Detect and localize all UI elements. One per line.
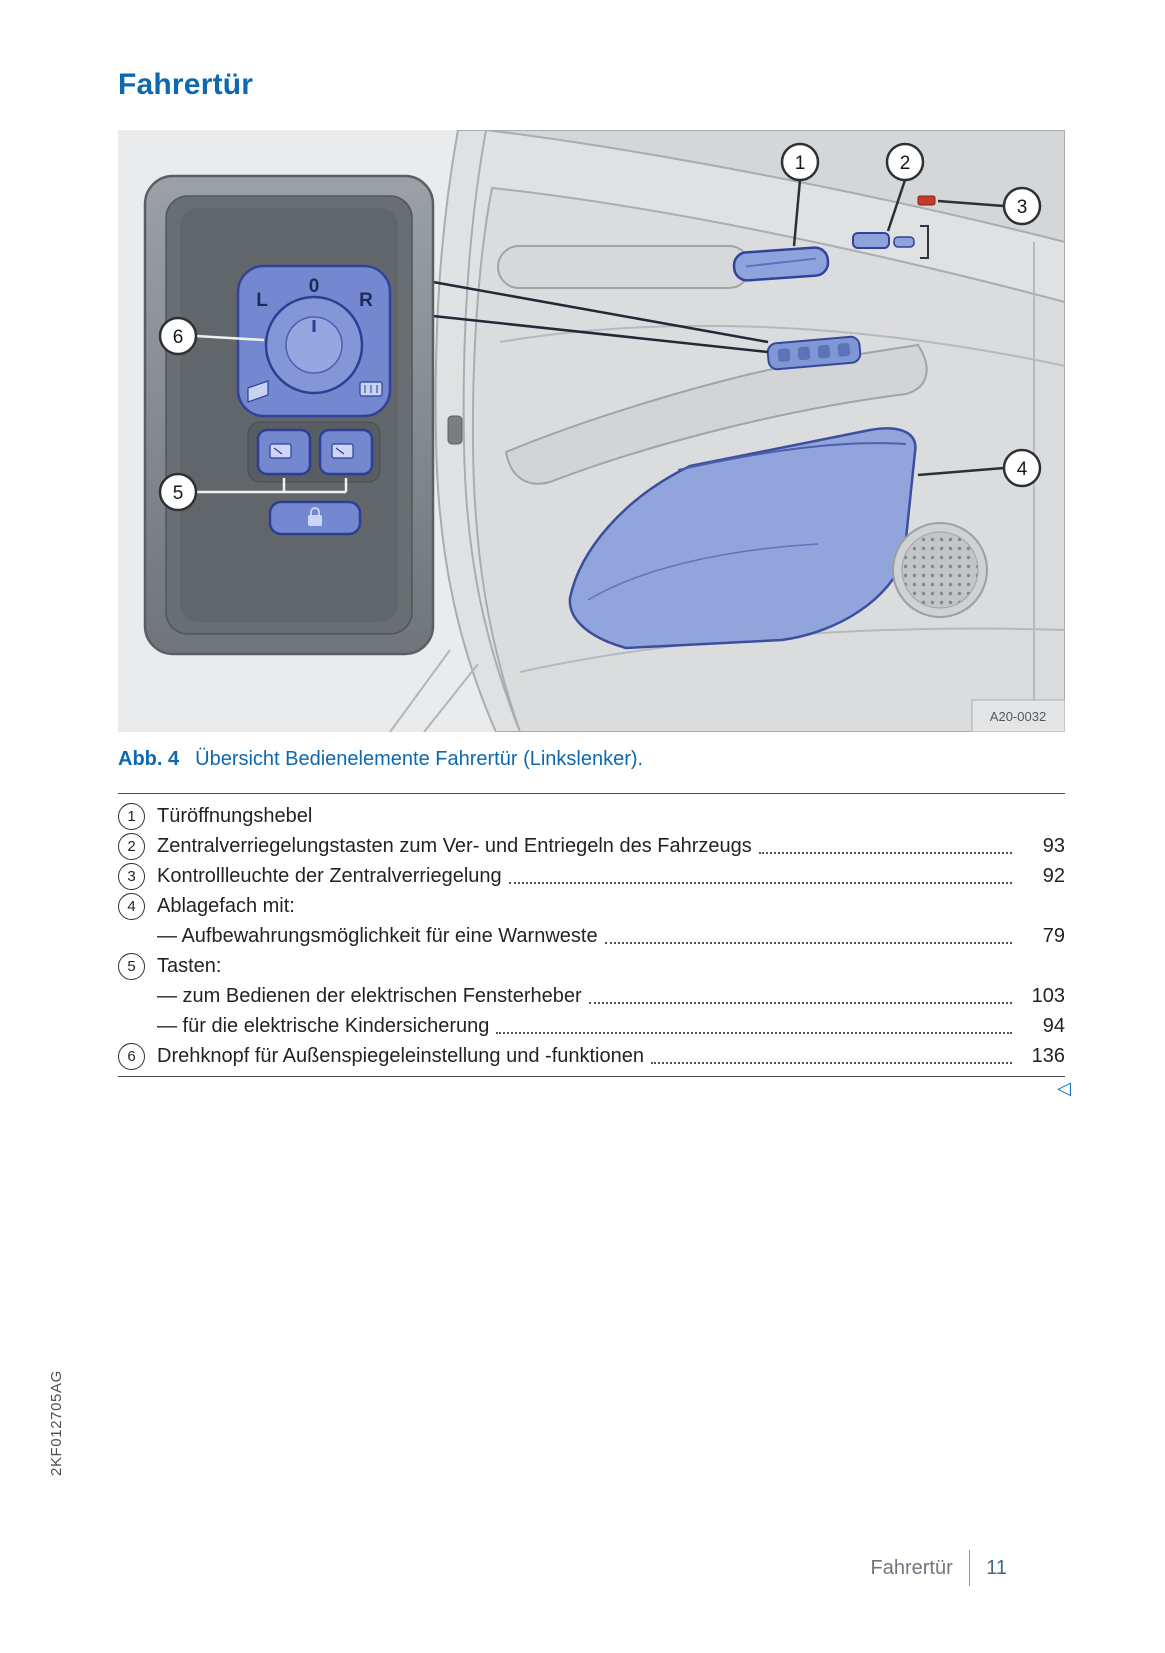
window-icon [269, 443, 292, 459]
door-lock-pin [447, 415, 463, 445]
central-locking-indicator [917, 195, 936, 206]
legend-leader [604, 942, 1012, 944]
legend-text: — für die elektrische Kindersicherung [157, 1014, 490, 1037]
legend-number [118, 983, 145, 1010]
legend-row: 3 Kontrollleuchte der Zentralverriegelun… [118, 861, 1065, 891]
legend-text: Kontrollleuchte der Zentralverriegelung [157, 864, 502, 887]
legend-bottom-rule: ◁ [118, 1076, 1071, 1097]
window-lift-button-right [318, 428, 374, 476]
legend-number: 6 [118, 1042, 145, 1070]
legend-page: 93 [1042, 834, 1065, 857]
detail-zoom-lines [432, 280, 769, 354]
door-release-handle [732, 246, 830, 282]
footer-page-number: 11 [986, 1556, 1007, 1579]
legend-leader [651, 1062, 1012, 1064]
legend-number [118, 923, 145, 950]
mirror-label-left: L [256, 290, 268, 311]
legend-page: 136 [1031, 1044, 1065, 1067]
svg-text:1: 1 [795, 153, 806, 174]
armrest [504, 343, 928, 485]
lock-icon [308, 507, 322, 526]
legend-row: 2 Zentralverriegelungstasten zum Ver- un… [118, 831, 1065, 861]
callout-1: 1 [780, 142, 820, 182]
child-safety-lock-button [268, 500, 362, 536]
legend-list: 1 Türöffnungshebel 2 Zentralverriegelung… [118, 801, 1065, 1071]
legend-number: 5 [118, 952, 145, 980]
legend-page: 103 [1031, 984, 1065, 1007]
footer-divider [968, 1550, 971, 1586]
legend-row: 5 Tasten: [118, 951, 1065, 981]
legend-leader [496, 1032, 1012, 1034]
central-locking-buttons [852, 225, 929, 259]
svg-text:3: 3 [1017, 197, 1028, 218]
legend-row: 4 Ablagefach mit: [118, 891, 1065, 921]
callout-4-line [917, 466, 1005, 477]
page-content: Fahrertür [118, 0, 1071, 1097]
callout-2-line [886, 179, 907, 232]
callout-6-line [195, 334, 265, 342]
figure-caption-text: Übersicht Bedienelemente Fahrertür (Link… [195, 748, 644, 770]
callout-3: 3 [1002, 186, 1042, 226]
mirror-label-right: R [359, 290, 373, 311]
callout-3-line [937, 199, 1005, 208]
window-lift-button-left [256, 428, 312, 476]
mirror-label-center: 0 [309, 276, 320, 297]
figure-caption: Abb. 4 Übersicht Bedienelemente Fahrertür… [118, 748, 1065, 771]
legend-text: — zum Bedienen der elektrischen Fensterh… [157, 984, 582, 1007]
continuation-icon: ◁ [1057, 1078, 1071, 1098]
mirror-heat-icon [359, 381, 383, 397]
door-illustration: L 0 R [118, 130, 1065, 732]
svg-text:2: 2 [900, 153, 911, 174]
door-storage-pocket [568, 427, 917, 650]
legend-number: 2 [118, 832, 145, 860]
svg-text:5: 5 [173, 483, 184, 504]
legend-leader [758, 852, 1012, 854]
page-footer: Fahrertür 11 [870, 1550, 1007, 1586]
page-title: Fahrertür [118, 68, 254, 101]
legend-row: — Aufbewahrungsmöglichkeit für eine Warn… [118, 921, 1065, 951]
legend-leader [508, 882, 1012, 884]
legend-page: 92 [1042, 864, 1065, 887]
legend-text: Ablagefach mit: [157, 894, 295, 917]
svg-text:A20-0032: A20-0032 [990, 709, 1046, 724]
callout-4: 4 [1002, 448, 1042, 488]
legend-text: — Aufbewahrungsmöglichkeit für eine Warn… [157, 924, 598, 947]
svg-text:4: 4 [1017, 459, 1028, 480]
legend-text: Drehknopf für Außenspiegeleinstellung un… [157, 1044, 644, 1067]
legend-page: 94 [1042, 1014, 1065, 1037]
callouts: 1 2 3 4 5 6 [158, 142, 1042, 512]
legend-top-rule [118, 793, 1065, 794]
figure-caption-label: Abb. 4 [118, 748, 180, 770]
legend-number [118, 1013, 145, 1040]
svg-text:6: 6 [173, 327, 184, 348]
armrest-window-switches [766, 335, 862, 371]
image-code-label: A20-0032 [971, 699, 1065, 732]
legend-leader [588, 1002, 1012, 1004]
footer-section: Fahrertür [870, 1556, 953, 1579]
legend-page: 79 [1042, 924, 1065, 947]
speaker [892, 522, 988, 618]
legend-row: 6 Drehknopf für Außenspiegeleinstellung … [118, 1041, 1065, 1071]
control-panel-detail: L 0 R [143, 174, 435, 656]
callout-2: 2 [885, 142, 925, 182]
legend-number: 1 [118, 802, 145, 830]
grab-handle-recess [497, 245, 751, 289]
callout-1-line [792, 179, 802, 247]
mirror-fold-icon [247, 380, 269, 403]
legend-row: — für die elektrische Kindersicherung 94 [118, 1011, 1065, 1041]
legend-number: 4 [118, 892, 145, 920]
window-icon [331, 443, 354, 459]
mirror-adjust-control: L 0 R [236, 264, 392, 418]
callout-5-line [196, 478, 348, 494]
callout-6: 6 [158, 316, 198, 356]
legend-row: — zum Bedienen der elektrischen Fensterh… [118, 981, 1065, 1011]
legend-text: Zentralverriegelungstasten zum Ver- und … [157, 834, 752, 857]
legend-number: 3 [118, 862, 145, 890]
legend-text: Türöffnungshebel [157, 804, 313, 827]
legend-row: 1 Türöffnungshebel [118, 801, 1065, 831]
callout-lines [195, 179, 1005, 494]
legend-text: Tasten: [157, 954, 222, 977]
callout-5: 5 [158, 472, 198, 512]
spine-code: 2KF012705AG [48, 1370, 65, 1476]
